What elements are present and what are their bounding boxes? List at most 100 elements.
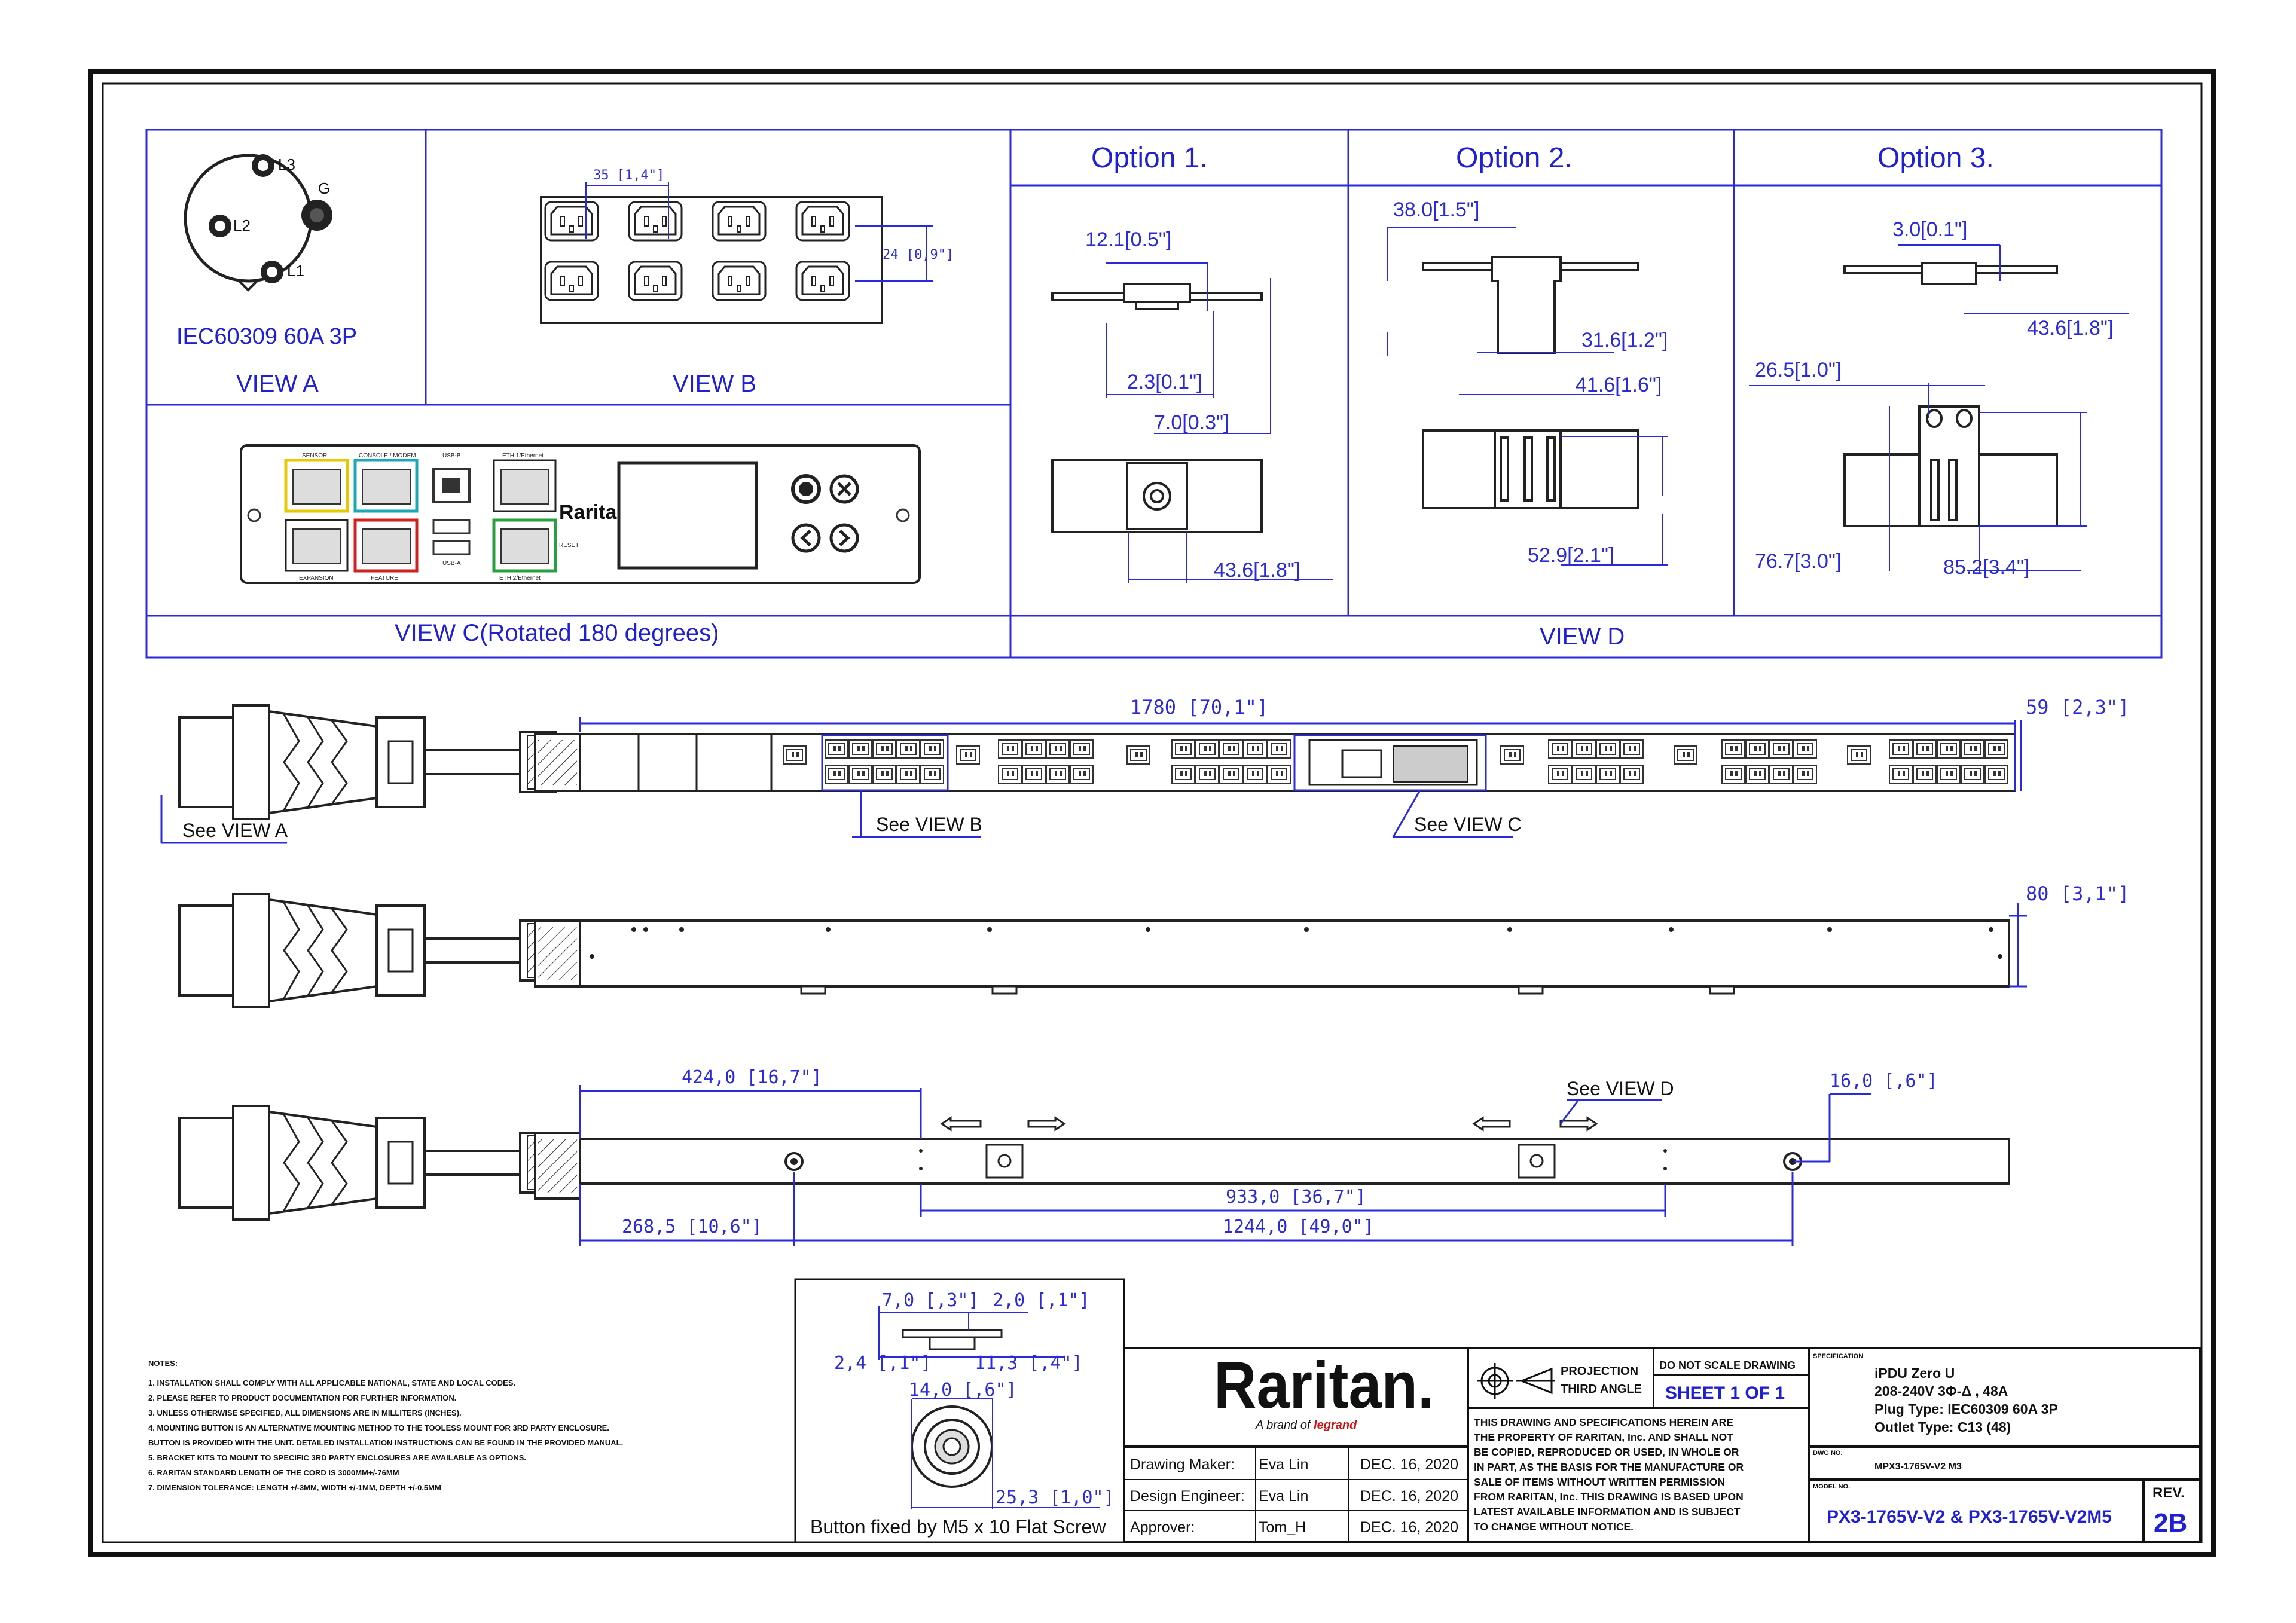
port-label-reset: RESET (559, 542, 579, 549)
title-logo: Raritan. (1214, 1349, 1434, 1422)
model-label: MODEL NO. (1813, 1483, 1850, 1490)
port-label-usb-b: USB-B (442, 453, 461, 459)
note-3: 3. UNLESS OTHERWISE SPECIFIED, ALL DIMEN… (148, 1408, 462, 1417)
view-b-dim-height: 24 [0,9"] (883, 247, 954, 262)
date-design-engineer: DEC. 16, 2020 (1360, 1488, 1458, 1505)
role-drawing-maker: Drawing Maker: (1130, 1456, 1235, 1473)
width-dim: 80 [3,1"] (2026, 882, 2129, 905)
opt3-dim-5: 85.2[3.4"] (1943, 556, 2029, 579)
see-view-c-callout: See VIEW C (1414, 814, 1522, 835)
opt3-dim-4: 76.7[3.0"] (1755, 550, 1841, 573)
button-caption: Button fixed by M5 x 10 Flat Screw (810, 1516, 1106, 1538)
opt2-dim-4: 52.9[2.1"] (1528, 544, 1614, 567)
option-3-title: Option 3. (1877, 142, 1994, 174)
view-b-outlet-block: 35 [1,4"] 24 [0,9"] VIEW B (540, 168, 954, 397)
port-label-sensor: SENSOR (302, 453, 327, 459)
note-5: 5. BRACKET KITS TO MOUNT TO SPECIFIC 3RD… (148, 1453, 526, 1462)
plug-type-label: IEC60309 60A 3P (176, 324, 357, 349)
note-6: 6. RARITAN STANDARD LENGTH OF THE CORD I… (148, 1468, 399, 1477)
btn-dim-3: 2,4 [,1"] (834, 1353, 932, 1374)
pin-label-l3: L3 (278, 155, 295, 173)
pin-label-l2: L2 (233, 216, 251, 234)
btn-dim-4: 11,3 [,4"] (975, 1353, 1083, 1374)
depth-dim: 59 [2,3"] (2026, 696, 2129, 719)
projection-symbol-icon (1477, 1363, 1555, 1399)
views-grid (145, 129, 2163, 659)
port-label-eth2: ETH 2/Ethernet (499, 575, 541, 582)
opt3-dim-2: 43.6[1.8"] (2027, 317, 2113, 340)
pdu-front-elevation: 1780 [70,1"] 59 [2,3"] See VIEW A See VI… (160, 696, 2129, 844)
spec-line-1: iPDU Zero U (1874, 1365, 1955, 1381)
see-view-a-callout: See VIEW A (182, 820, 288, 841)
notice-line-7: LATEST AVAILABLE INFORMATION AND IS SUBJ… (1474, 1506, 1741, 1518)
note-7: 7. DIMENSION TOLERANCE: LENGTH +/-3MM, W… (148, 1483, 441, 1492)
opt2-dim-1: 38.0[1.5"] (1393, 198, 1479, 221)
opt1-dim-3: 7.0[0.3"] (1154, 411, 1229, 434)
option-1-title: Option 1. (1091, 142, 1208, 174)
notice-line-6: FROM RARITAN, Inc. THIS DRAWING IS BASED… (1474, 1491, 1744, 1503)
opt1-dim-1: 12.1[0.5"] (1085, 228, 1171, 251)
notice-line-4: IN PART, AS THE BASIS FOR THE MANUFACTUR… (1474, 1461, 1744, 1473)
port-label-console: CONSOLE / MODEM (359, 453, 416, 459)
third-angle-label: THIRD ANGLE (1561, 1383, 1642, 1396)
pdu-side-elevation: 80 [3,1"] (178, 882, 2129, 1008)
role-approver: Approver: (1130, 1519, 1195, 1536)
view-c-controller-panel: SENSOR CONSOLE / MODEM USB-B ETH 1/Ether… (240, 444, 921, 646)
notice-line-8: TO CHANGE WITHOUT NOTICE. (1474, 1521, 1634, 1533)
dim-16: 16,0 [,6"] (1830, 1071, 1938, 1092)
dwg-number: MPX3-1765V-V2 M3 (1874, 1462, 1962, 1472)
btn-dim-6: 25,3 [1,0"] (996, 1487, 1115, 1508)
spec-label: SPECIFICATION (1813, 1353, 1863, 1360)
model-number: PX3-1765V-V2 & PX3-1765V-V2M5 (1827, 1507, 2112, 1527)
button-detail: 7,0 [,3"] 2,0 [,1"] 2,4 [,1"] 11,3 [,4"]… (794, 1278, 1125, 1543)
dim-424: 424,0 [16,7"] (682, 1067, 822, 1088)
opt1-dim-4: 43.6[1.8"] (1214, 559, 1300, 582)
spec-line-3: Plug Type: IEC60309 60A 3P (1874, 1401, 2058, 1417)
opt2-dim-2: 31.6[1.2"] (1581, 329, 1668, 352)
note-4: 4. MOUNTING BUTTON IS AN ALTERNATIVE MOU… (148, 1423, 609, 1432)
port-label-feature: FEATURE (371, 575, 398, 582)
view-b-dim-width: 35 [1,4"] (593, 168, 664, 183)
see-view-d-callout: See VIEW D (1567, 1078, 1674, 1099)
tagline-prefix: A brand of (1255, 1419, 1312, 1432)
dim-933: 933,0 [36,7"] (1226, 1187, 1366, 1208)
date-approver: DEC. 16, 2020 (1360, 1519, 1458, 1536)
pin-label-l1: L1 (287, 262, 304, 280)
dim-268: 268,5 [10,6"] (622, 1217, 762, 1237)
name-approver: Tom_H (1259, 1519, 1306, 1536)
notes-heading: NOTES: (148, 1359, 178, 1368)
overall-length-dim: 1780 [70,1"] (1130, 696, 1268, 719)
drawing-border-outer (88, 69, 2216, 1557)
port-label-eth1: ETH 1/Ethernet (502, 453, 544, 459)
note-2: 2. PLEASE REFER TO PRODUCT DOCUMENTATION… (148, 1393, 456, 1402)
notice-line-5: SALE OF ITEMS WITHOUT WRITTEN PERMISSION (1474, 1476, 1725, 1488)
view-b-caption: VIEW B (673, 371, 756, 397)
option-2-title: Option 2. (1456, 142, 1573, 174)
rev-label: REV. (2152, 1485, 2185, 1501)
tagline-brand: legrand (1314, 1419, 1357, 1432)
spec-line-4: Outlet Type: C13 (48) (1874, 1419, 2011, 1435)
view-c-caption: VIEW C(Rotated 180 degrees) (395, 620, 719, 646)
view-d-options: Option 1. Option 2. Option 3. 12.1[0.5"]… (1051, 142, 2129, 650)
port-label-usb-a: USB-A (442, 560, 461, 567)
lcd-display (617, 461, 758, 570)
spec-line-2: 208-240V 3Φ-Δ , 48A (1874, 1383, 2008, 1399)
title-block: Raritan. A brand of legrand Drawing Make… (1123, 1347, 2202, 1543)
do-not-scale-label: DO NOT SCALE DRAWING (1659, 1359, 1796, 1371)
btn-dim-2: 2,0 [,1"] (993, 1290, 1090, 1311)
opt3-dim-1: 3.0[0.1"] (1892, 218, 1968, 241)
opt2-dim-3: 41.6[1.6"] (1576, 374, 1662, 396)
opt3-dim-3: 26.5[1.0"] (1755, 359, 1841, 381)
name-drawing-maker: Eva Lin (1259, 1456, 1308, 1473)
btn-dim-1: 7,0 [,3"] (882, 1290, 979, 1311)
see-view-b-callout: See VIEW B (876, 814, 982, 835)
date-drawing-maker: DEC. 16, 2020 (1360, 1456, 1458, 1473)
dwg-label: DWG NO. (1813, 1450, 1843, 1457)
note-4b: BUTTON IS PROVIDED WITH THE UNIT. DETAIL… (148, 1438, 623, 1447)
note-1: 1. INSTALLATION SHALL COMPLY WITH ALL AP… (148, 1379, 515, 1387)
btn-dim-5: 14,0 [,6"] (909, 1380, 1017, 1401)
notice-line-2: THE PROPERTY OF RARITAN, Inc. AND SHALL … (1474, 1431, 1733, 1443)
port-label-expansion: EXPANSION (299, 575, 334, 582)
view-a-caption: VIEW A (236, 371, 319, 397)
